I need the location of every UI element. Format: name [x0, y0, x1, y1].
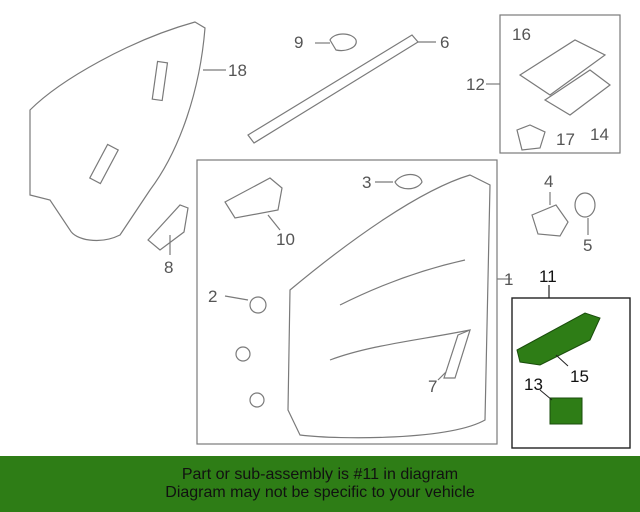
callout-17: 17 — [556, 130, 575, 149]
switch-housing-11 — [516, 312, 601, 366]
callout-6: 6 — [440, 33, 449, 52]
callout-15: 15 — [570, 367, 589, 386]
callout-8: 8 — [164, 258, 173, 277]
callout-16: 16 — [512, 25, 531, 44]
callout-2: 2 — [208, 287, 217, 306]
fastener — [235, 346, 251, 362]
callout-12: 12 — [466, 75, 485, 94]
callout-5: 5 — [583, 236, 592, 255]
handle-cover — [224, 177, 283, 219]
trim-strip — [443, 328, 471, 379]
part-5 — [574, 192, 596, 218]
glass-clip-1 — [151, 60, 169, 102]
fastener — [249, 392, 265, 408]
parts-diagram: 1 2 3 4 5 6 7 8 9 10 11 12 13 14 15 16 1… — [29, 14, 631, 449]
callout-3: 3 — [362, 173, 371, 192]
clip-part-9 — [329, 33, 357, 52]
callout-1: 1 — [504, 270, 513, 289]
callout-11: 11 — [539, 267, 557, 286]
banner-line-1: Part or sub-assembly is #11 in diagram — [181, 466, 459, 483]
belt-weatherstrip — [247, 34, 419, 144]
callout-18: 18 — [228, 61, 247, 80]
part-4 — [531, 204, 569, 237]
fastener — [249, 296, 267, 314]
part-3 — [394, 173, 423, 190]
door-glass — [29, 21, 206, 242]
callout-10: 10 — [276, 230, 295, 249]
callout-9: 9 — [294, 33, 303, 52]
info-banner: Part or sub-assembly is #11 in diagram D… — [0, 456, 640, 512]
banner-line-2: Diagram may not be specific to your vehi… — [165, 484, 475, 501]
glass-bracket — [147, 204, 189, 251]
glass-clip-2 — [88, 143, 120, 185]
switch-housing-box — [511, 297, 631, 449]
door-trim-box — [196, 159, 498, 445]
callout-7: 7 — [428, 377, 437, 396]
callout-13: 13 — [524, 375, 543, 394]
callout-4: 4 — [544, 172, 553, 191]
callout-14: 14 — [590, 125, 609, 144]
switch-module-13 — [549, 397, 583, 425]
door-trim-panel — [287, 174, 491, 439]
